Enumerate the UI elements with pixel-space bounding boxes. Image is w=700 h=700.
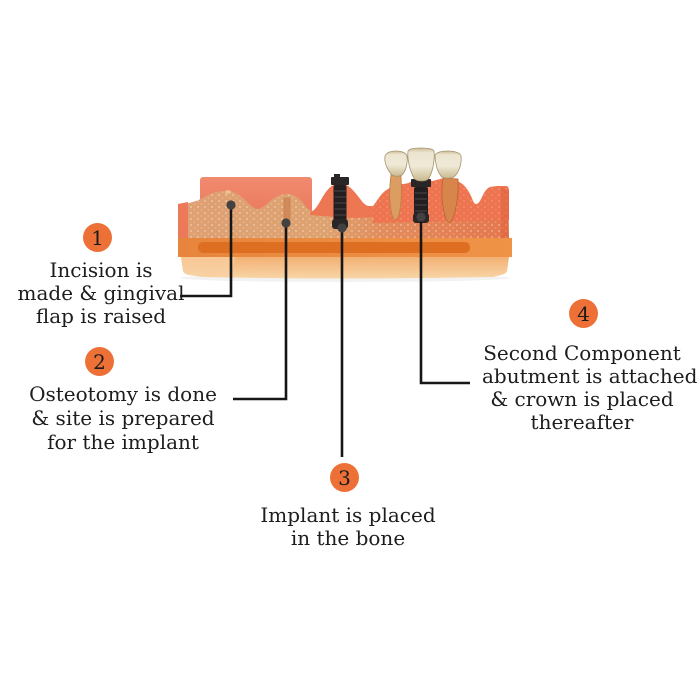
step-1-line-3: flap is raised — [35, 304, 167, 328]
step-1-text: Incision is made & gingival flap is rais… — [11, 259, 191, 328]
dental-model-illustration — [178, 147, 512, 282]
implant-abutment — [411, 179, 431, 223]
step-2-number: 2 — [93, 349, 106, 374]
step-2-text: Osteotomy is done & site is prepared for… — [23, 382, 223, 454]
step-1-line-2: made & gingival — [17, 281, 185, 305]
tooth-root-left — [389, 174, 402, 220]
step-3-badge: 3 — [330, 463, 359, 492]
step-4-line-4: thereafter — [530, 410, 634, 434]
right-edge-shade — [501, 187, 509, 238]
step-3-line-1: Implant is placed — [260, 503, 436, 527]
step-4-line-3: & crown is placed — [490, 387, 674, 411]
step-2-line-2: & site is prepared — [31, 406, 215, 430]
step-4-number: 4 — [577, 301, 590, 326]
implant-in-bone — [331, 174, 349, 229]
step-1-number: 1 — [91, 225, 104, 250]
step-3-number: 3 — [338, 465, 351, 490]
implant-crown — [407, 147, 435, 182]
step-2-line-3: for the implant — [47, 430, 199, 454]
tooth-crown-left — [384, 150, 408, 177]
step-4-line-1: Second Component — [483, 341, 681, 365]
incision-mark — [225, 190, 231, 194]
osteotomy-site — [283, 197, 291, 222]
step-4-line-2: abutment is attached — [482, 364, 698, 388]
step-1-badge: 1 — [83, 223, 112, 252]
step-2-line-1: Osteotomy is done — [29, 382, 217, 406]
tooth-crown-right — [434, 150, 462, 179]
step-2-badge: 2 — [85, 347, 114, 376]
gum-left-edge — [178, 202, 188, 238]
base-groove — [198, 242, 470, 253]
step-3-text: Implant is placed in the bone — [258, 504, 438, 550]
step-1-line-1: Incision is — [49, 258, 153, 282]
step-3-line-2: in the bone — [290, 526, 406, 550]
step-4-text: Second Component abutment is attached & … — [482, 341, 698, 434]
step-4-badge: 4 — [569, 299, 598, 328]
